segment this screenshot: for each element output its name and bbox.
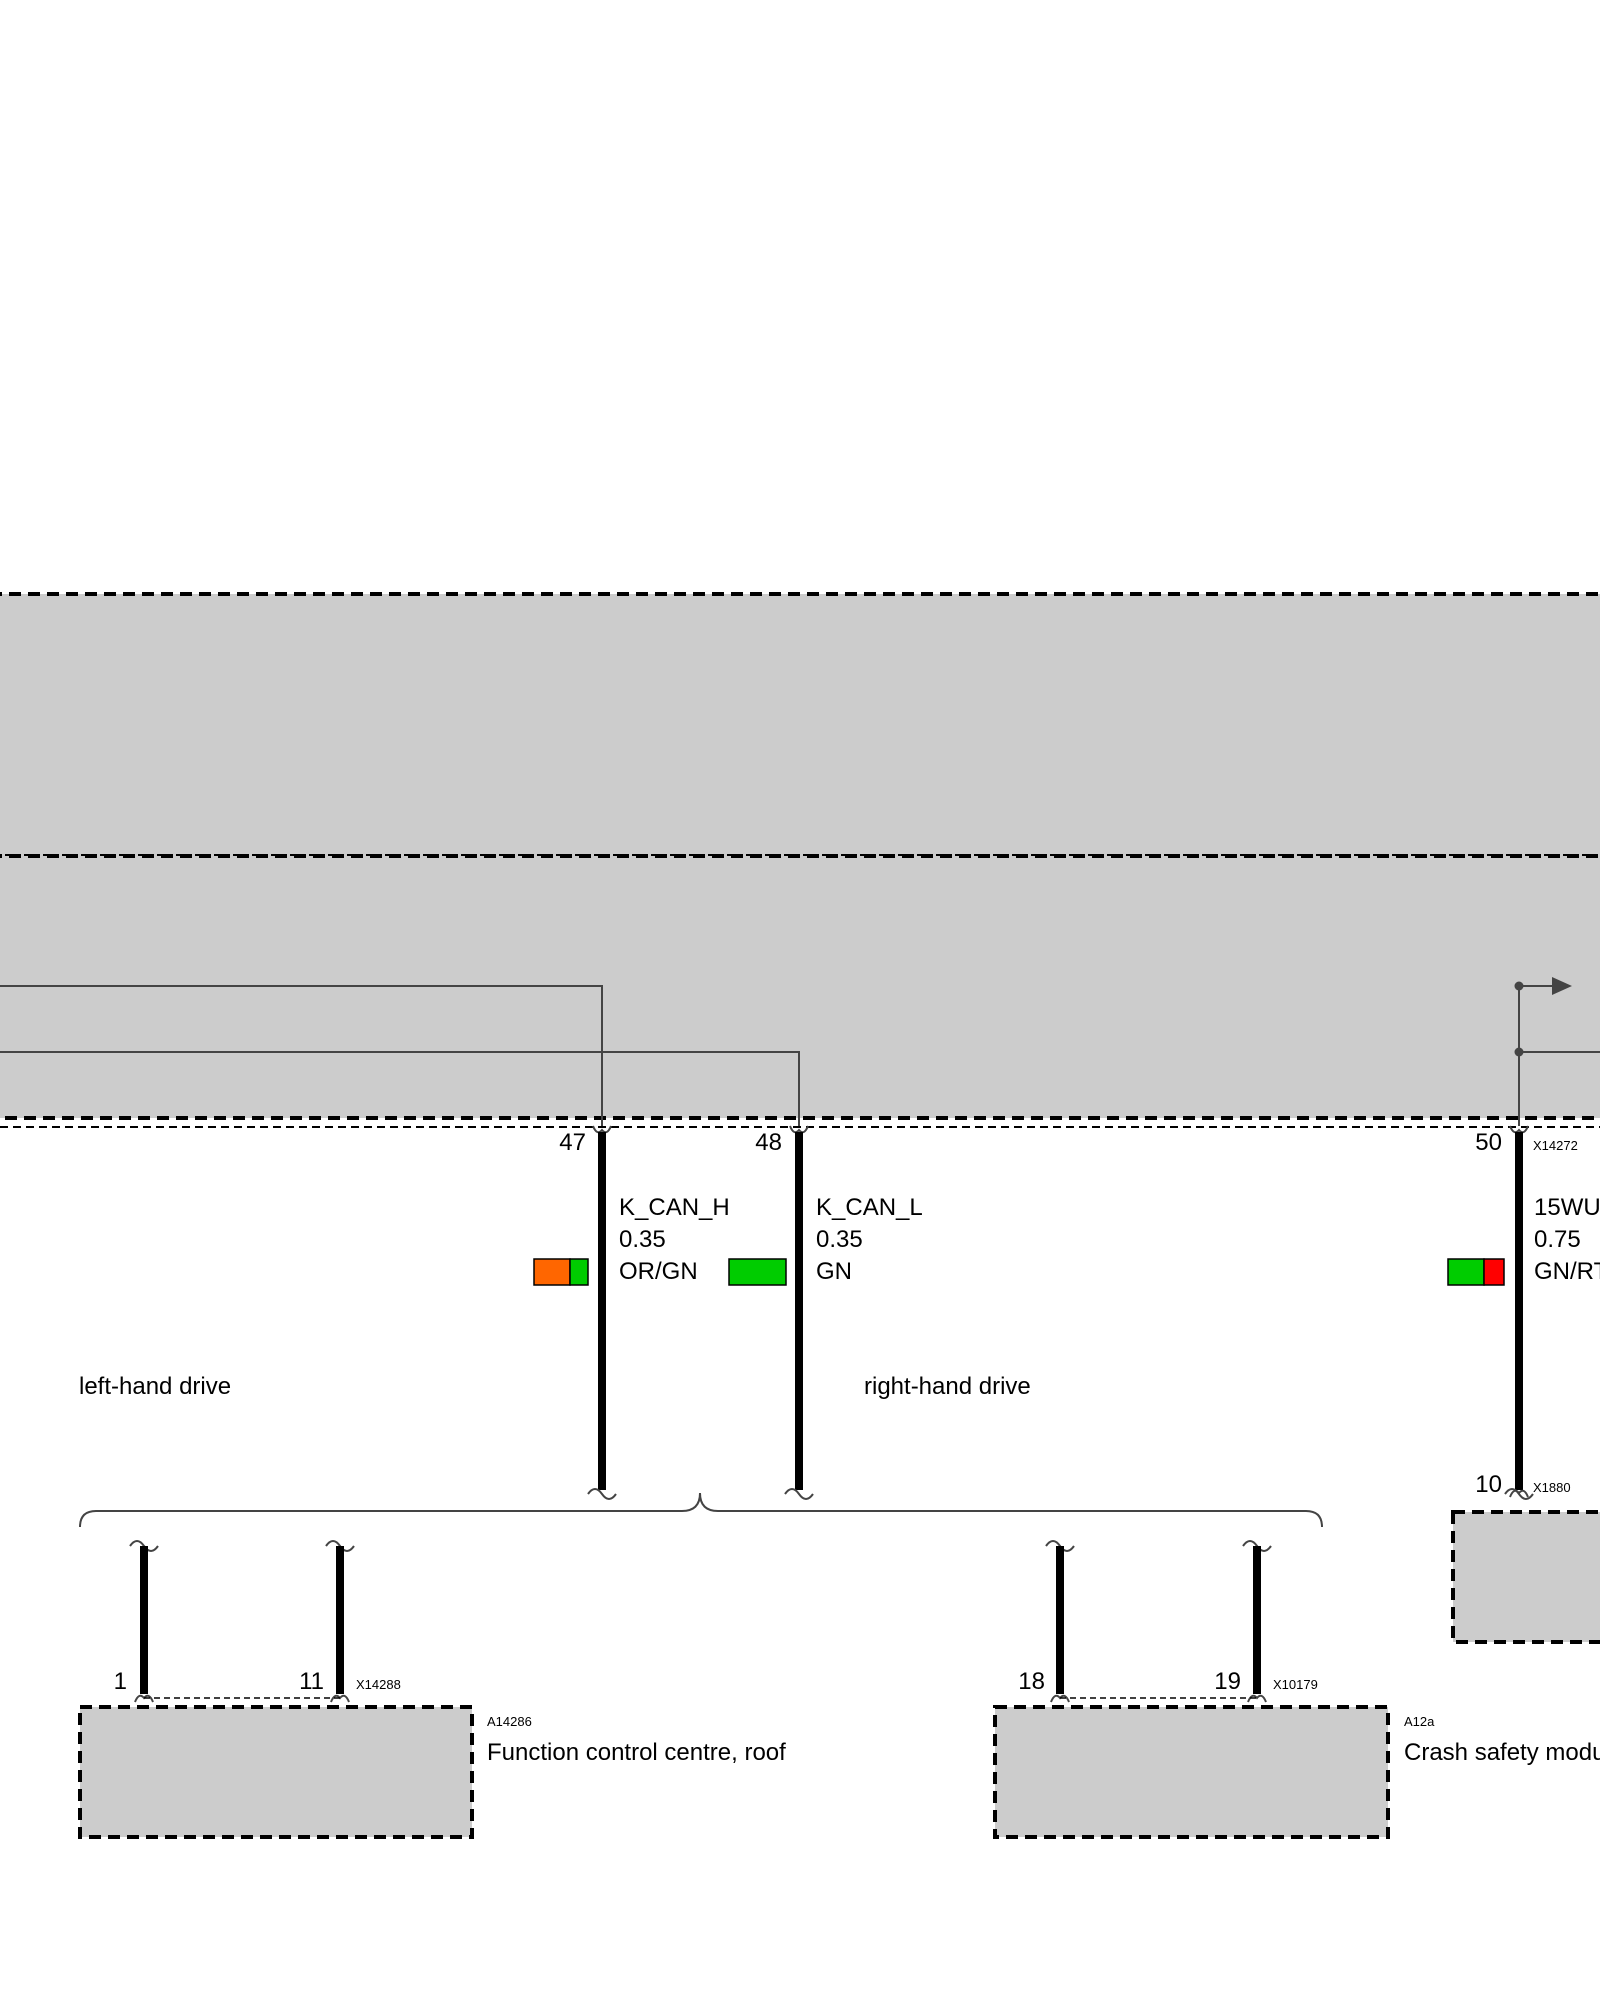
pin-terminal-icon [1247,1694,1267,1703]
pin-terminal-icon [1509,1489,1529,1498]
wire-color-swatch [728,1258,787,1286]
variant-label-right: right-hand drive [864,1373,1031,1400]
arrow-right-icon [1552,977,1572,995]
pin-number: 18 [1018,1668,1045,1695]
pin-number: 10 [1475,1471,1502,1498]
pin-terminal-icon [789,1125,809,1134]
wire-color-swatch [569,1258,589,1286]
wire-color-label: OR/GN [619,1258,698,1285]
junction-dot-icon [1514,1047,1524,1057]
wire-gauge-label: 0.75 [1534,1226,1581,1253]
wire-gauge-label: 0.35 [816,1226,863,1253]
component-id: A12a [1404,1714,1435,1729]
connector-id: X14272 [1533,1138,1578,1153]
variant-brace [79,1492,1323,1528]
pin-number: 47 [559,1129,586,1156]
connector-id: X1880 [1533,1480,1571,1495]
component-name: Crash safety module [1404,1739,1600,1766]
junction-dot-icon [1514,981,1524,991]
left-module-box [78,1705,474,1839]
pin-terminal-icon [134,1694,154,1703]
pin-number: 11 [299,1668,324,1695]
internal-line-kcan-h [0,985,603,1126]
connector-id: X14288 [356,1677,401,1692]
wire-color-swatch [1447,1258,1485,1286]
pin-terminal-icon [592,1125,612,1134]
pin-terminal-icon [330,1694,350,1703]
middle-module-box [993,1705,1390,1839]
pin-number: 48 [755,1129,782,1156]
wire-color-swatch [533,1258,571,1286]
component-name: Function control centre, roof [487,1739,786,1766]
wire-signal-label: K_CAN_H [619,1194,730,1221]
pin-number: 19 [1214,1668,1241,1695]
wire-gauge-label: 0.35 [619,1226,666,1253]
wire-color-label: GN [816,1258,852,1285]
wire-color-swatch [1483,1258,1505,1286]
wire-break-icon [587,1488,617,1500]
pin-terminal-icon [1050,1694,1070,1703]
wire-signal-label: 15WU [1534,1194,1600,1221]
pin-number: 50 [1475,1129,1502,1156]
wire-color-label: GN/RT [1534,1258,1600,1285]
variant-label-left: left-hand drive [79,1373,231,1400]
internal-line-kcan-l [0,1051,800,1126]
wire-break-icon [784,1488,814,1500]
pin-number: 1 [114,1668,127,1695]
connector-id: X10179 [1273,1677,1318,1692]
component-id: A14286 [487,1714,532,1729]
upper-module-box [0,592,1600,858]
wire-signal-label: K_CAN_L [816,1194,923,1221]
right-module-box [1451,1510,1600,1644]
pin-terminal-icon [1509,1125,1529,1134]
